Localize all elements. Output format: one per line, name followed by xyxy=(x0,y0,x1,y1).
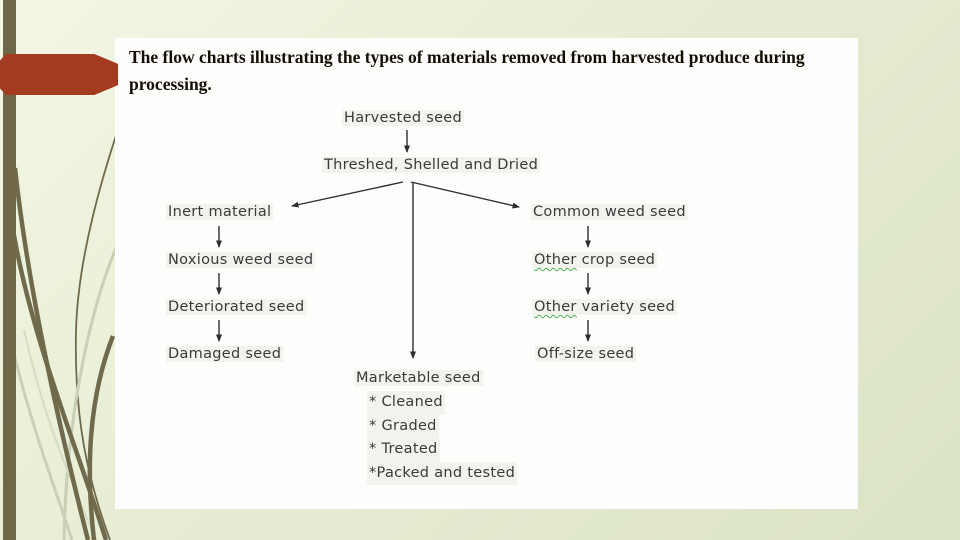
grass-blade-thick xyxy=(87,335,116,540)
node-deteriorated-seed: Deteriorated seed xyxy=(166,299,307,315)
grass-blade-thick xyxy=(12,167,91,540)
node-inert-material: Inert material xyxy=(166,204,274,220)
content-panel xyxy=(115,38,858,509)
grass-blade-thick xyxy=(10,229,109,540)
node-off-size-seed: Off-size seed xyxy=(535,346,637,362)
spellcheck-underlined-word: Other xyxy=(534,299,577,315)
marketable-seed-bullet-list: * Cleaned * Graded * Treated *Packed and… xyxy=(367,391,518,486)
node-damaged-seed: Damaged seed xyxy=(166,346,284,362)
bullet-treated: * Treated xyxy=(367,438,440,462)
node-harvested-seed: Harvested seed xyxy=(342,110,465,126)
bullet-packed-tested: *Packed and tested xyxy=(367,461,518,486)
bullet-cleaned: * Cleaned xyxy=(367,391,445,415)
slide-title: The flow charts illustrating the types o… xyxy=(129,47,805,95)
node-common-weed-seed: Common weed seed xyxy=(531,204,688,220)
node-text: crop seed xyxy=(576,252,656,268)
node-noxious-weed-seed: Noxious weed seed xyxy=(166,252,316,268)
grass-blade-light xyxy=(23,329,97,540)
node-marketable-seed: Marketable seed xyxy=(354,370,483,386)
title-accent-banner xyxy=(0,54,118,95)
spellcheck-underlined-word: Other xyxy=(534,252,577,268)
node-other-variety-seed: Other variety seed xyxy=(532,299,678,315)
bullet-graded: * Graded xyxy=(367,414,439,439)
node-other-crop-seed: Other crop seed xyxy=(532,252,658,268)
grass-blade-light xyxy=(62,247,118,540)
node-text: variety seed xyxy=(576,299,676,315)
node-threshed-shelled-dried: Threshed, Shelled and Dried xyxy=(322,157,541,173)
